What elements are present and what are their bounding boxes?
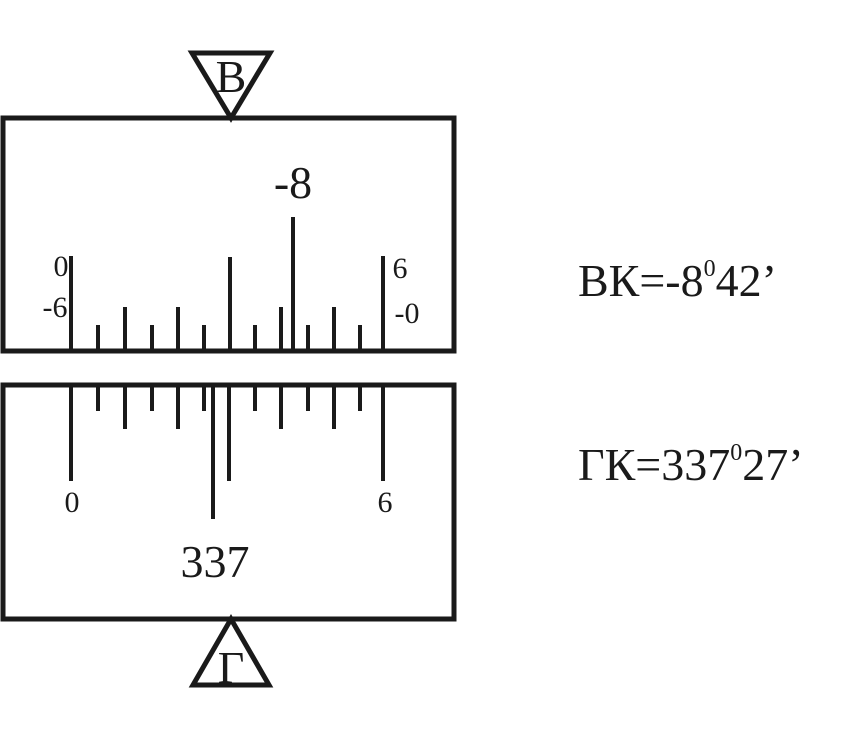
vertical-reading-minutes: 42’ [716, 255, 777, 306]
vertical-scale-right-top: 6 [393, 252, 408, 285]
horizontal-reading-prefix: ГК=337 [578, 439, 730, 490]
vertical-reading-prefix: ВК=-8 [578, 255, 704, 306]
vertical-marker-triangle [187, 50, 275, 123]
vertical-scale-left-bottom: -6 [43, 291, 68, 324]
horizontal-scale [69, 385, 385, 519]
vertical-index-number: -8 [274, 157, 312, 208]
horizontal-scale-right: 6 [378, 486, 393, 519]
horizontal-marker: Г [188, 613, 274, 693]
vertical-scale-right-bottom: -0 [395, 297, 420, 330]
vertical-reading-degree: 0 [704, 256, 716, 282]
horizontal-marker-label: Г [218, 642, 245, 693]
vertical-marker: В [187, 50, 275, 123]
horizontal-index-number: 337 [181, 536, 250, 587]
horizontal-scale-left: 0 [65, 486, 80, 519]
horizontal-reading-degree: 0 [730, 440, 742, 466]
vertical-scale [69, 217, 385, 351]
horizontal-marker-triangle [188, 613, 274, 688]
horizontal-reading: ГК=337027’ [578, 439, 804, 490]
horizontal-reading-minutes: 27’ [742, 439, 803, 490]
vertical-scale-left-top: 0 [54, 250, 69, 283]
vertical-reading: ВК=-8042’ [578, 255, 777, 306]
vertical-marker-label: В [216, 51, 247, 102]
